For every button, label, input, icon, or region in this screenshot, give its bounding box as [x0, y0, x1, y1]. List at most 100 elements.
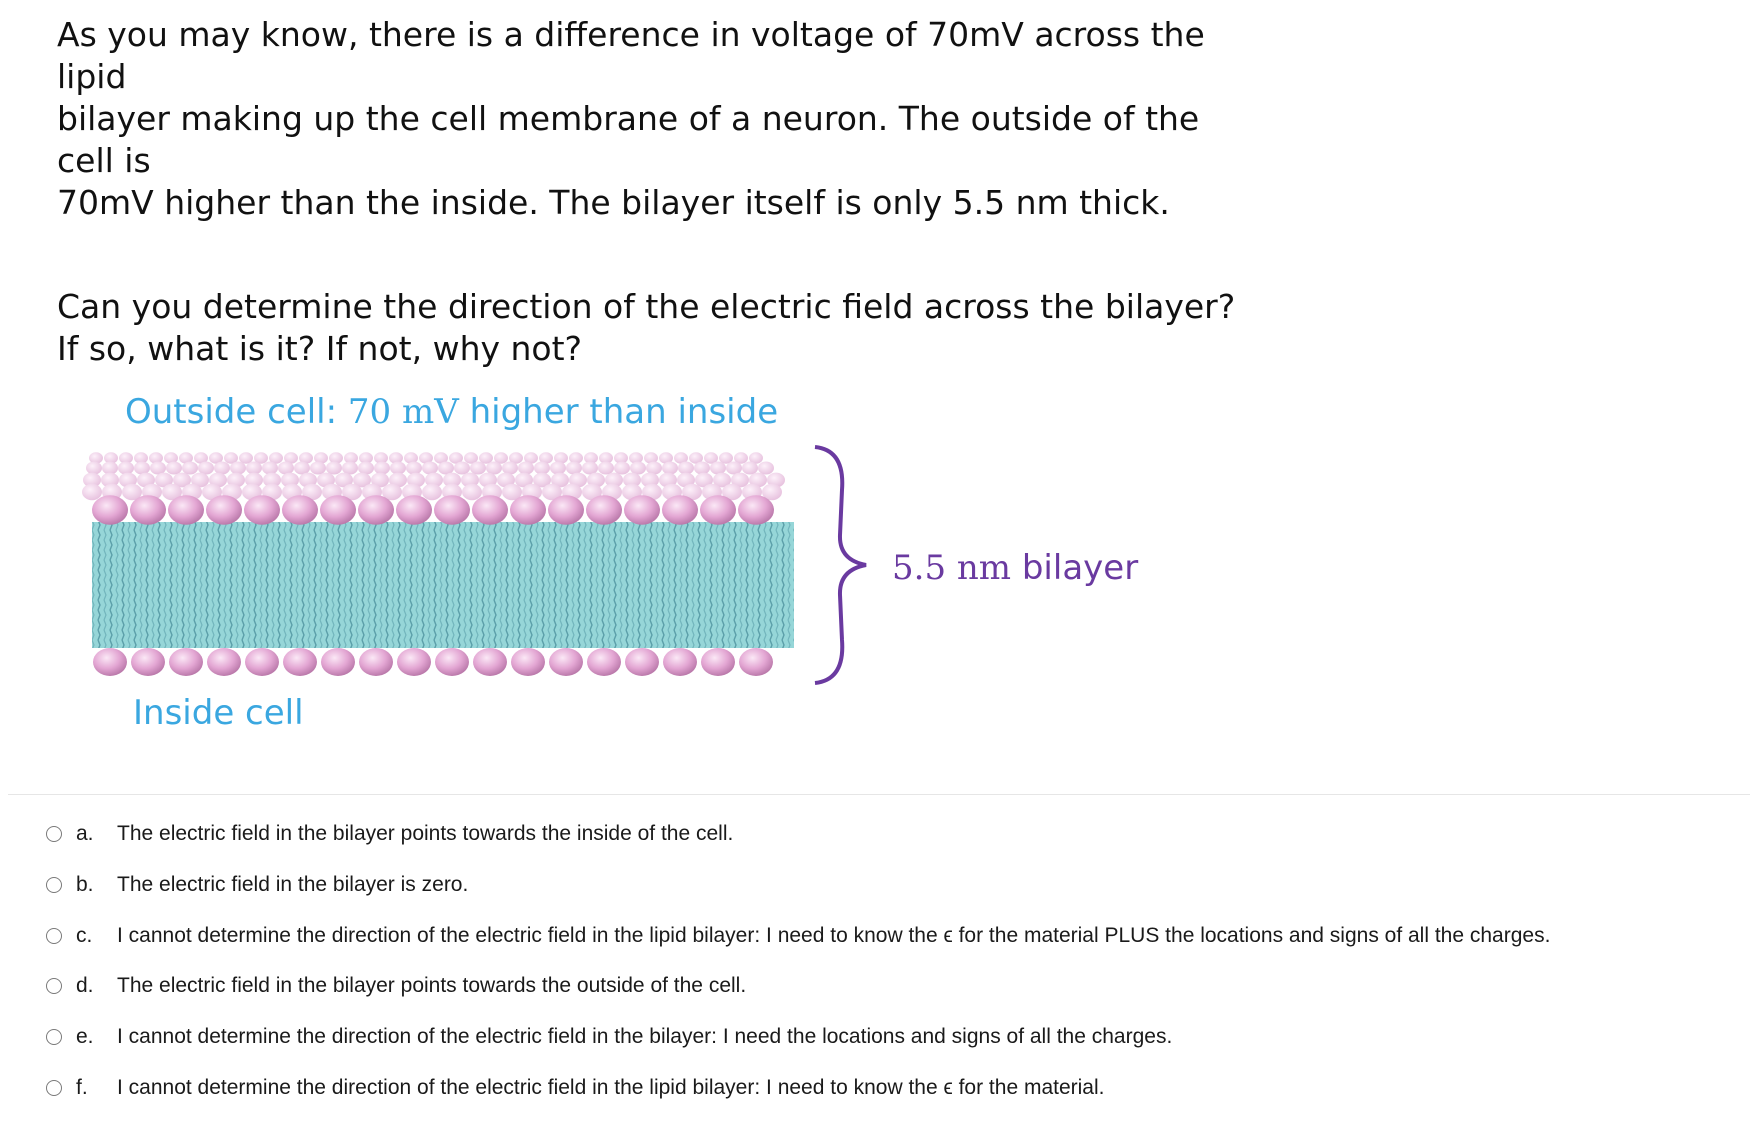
- membrane-back-heads: [82, 452, 785, 501]
- option-f[interactable]: f. I cannot determine the direction of t…: [40, 1066, 1104, 1110]
- lipid-head: [283, 648, 317, 676]
- radio-button[interactable]: [46, 978, 62, 994]
- option-letter: d.: [76, 974, 94, 997]
- lipid-head-back: [464, 452, 478, 464]
- lipid-head-back: [762, 483, 782, 501]
- outside-label-suffix: higher than inside: [458, 392, 779, 432]
- lipid-head-back: [518, 461, 534, 475]
- option-text: I cannot determine the direction of the …: [117, 924, 1551, 947]
- lipid-head-back: [402, 483, 422, 501]
- radio-button[interactable]: [46, 1080, 62, 1096]
- lipid-head: [472, 495, 508, 525]
- lipid-head-back: [422, 483, 442, 501]
- lipid-head-back: [479, 452, 493, 464]
- lipid-head-back: [269, 452, 283, 464]
- option-b[interactable]: b. The electric field in the bilayer is …: [40, 863, 468, 907]
- lipid-head-back: [509, 452, 523, 464]
- bilayer-label-suffix: bilayer: [1011, 548, 1139, 588]
- lipid-head-back: [749, 452, 763, 464]
- option-a[interactable]: a. The electric field in the bilayer poi…: [40, 812, 733, 856]
- lipid-head-back: [662, 483, 682, 501]
- intro-line: 70mV higher than the inside. The bilayer…: [57, 183, 1170, 222]
- lipid-head-back: [646, 461, 662, 475]
- option-letter: f.: [76, 1076, 88, 1099]
- lipid-head-back: [162, 483, 182, 501]
- option-letter: b.: [76, 873, 94, 896]
- lipid-head-back: [539, 452, 553, 464]
- lipid-head-back: [150, 461, 166, 475]
- lipid-head-back: [522, 483, 542, 501]
- option-text: The electric field in the bilayer points…: [117, 974, 747, 997]
- lipid-head-back: [702, 483, 722, 501]
- membrane-tail-sheen: [92, 522, 794, 648]
- lipid-head-back: [704, 452, 718, 464]
- lipid-head: [624, 495, 660, 525]
- lipid-head-back: [358, 461, 374, 475]
- lipid-head-back: [623, 472, 641, 488]
- lipid-head-back: [155, 472, 173, 488]
- lipid-head-back: [642, 483, 662, 501]
- option-d[interactable]: d. The electric field in the bilayer poi…: [40, 964, 746, 1008]
- lipid-head-back: [282, 483, 302, 501]
- lipid-head: [130, 495, 166, 525]
- lipid-head-back: [554, 452, 568, 464]
- lipid-head-back: [461, 472, 479, 488]
- lipid-head-back: [191, 472, 209, 488]
- lipid-head-back: [758, 461, 774, 475]
- lipid-head: [358, 495, 394, 525]
- lipid-head-back: [263, 472, 281, 488]
- lipid-head-back: [86, 461, 102, 475]
- lipid-head-back: [502, 483, 522, 501]
- lipid-head-back: [629, 452, 643, 464]
- lipid-head-back: [362, 483, 382, 501]
- lipid-head-back: [262, 483, 282, 501]
- lipid-head-back: [389, 452, 403, 464]
- lipid-head-back: [584, 452, 598, 464]
- lipid-head-back: [299, 452, 313, 464]
- lipid-head: [625, 648, 659, 676]
- lipid-head-back: [599, 452, 613, 464]
- outside-label-prefix: Outside cell:: [125, 392, 348, 432]
- radio-button[interactable]: [46, 877, 62, 893]
- lipid-head: [206, 495, 242, 525]
- option-c[interactable]: c. I cannot determine the direction of t…: [40, 914, 1550, 958]
- lipid-head-back: [82, 483, 102, 501]
- lipid-head-back: [677, 472, 695, 488]
- lipid-head-back: [726, 461, 742, 475]
- lipid-head-back: [659, 452, 673, 464]
- lipid-head: [207, 648, 241, 676]
- lipid-head-back: [322, 483, 342, 501]
- radio-button[interactable]: [46, 928, 62, 944]
- lipid-head: [549, 648, 583, 676]
- lipid-head-back: [419, 452, 433, 464]
- lipid-head-back: [382, 483, 402, 501]
- radio-button[interactable]: [46, 1029, 62, 1045]
- lipid-head-back: [329, 452, 343, 464]
- lipid-head-back: [102, 461, 118, 475]
- lipid-head-back: [246, 461, 262, 475]
- lipid-head-back: [742, 483, 762, 501]
- lipid-head-back: [614, 452, 628, 464]
- lipid-head-back: [494, 452, 508, 464]
- lipid-head-back: [102, 483, 122, 501]
- lipid-head: [700, 495, 736, 525]
- lipid-head-back: [202, 483, 222, 501]
- lipid-head: [244, 495, 280, 525]
- lipid-head-back: [224, 452, 238, 464]
- option-e[interactable]: e. I cannot determine the direction of t…: [40, 1015, 1172, 1059]
- lipid-head-back: [118, 461, 134, 475]
- intro-line: As you may know, there is a difference i…: [57, 15, 1205, 96]
- lipid-head-back: [569, 452, 583, 464]
- lipid-head-back: [83, 472, 101, 488]
- lipid-head-back: [644, 452, 658, 464]
- option-text: I cannot determine the direction of the …: [117, 1025, 1173, 1048]
- lipid-head-back: [582, 461, 598, 475]
- lipid-head: [434, 495, 470, 525]
- lipid-head-back: [713, 472, 731, 488]
- radio-button[interactable]: [46, 826, 62, 842]
- lipid-head-back: [566, 461, 582, 475]
- lipid-head-back: [310, 461, 326, 475]
- lipid-head-back: [694, 461, 710, 475]
- intro-line: bilayer making up the cell membrane of a…: [57, 99, 1200, 180]
- lipid-head-back: [443, 472, 461, 488]
